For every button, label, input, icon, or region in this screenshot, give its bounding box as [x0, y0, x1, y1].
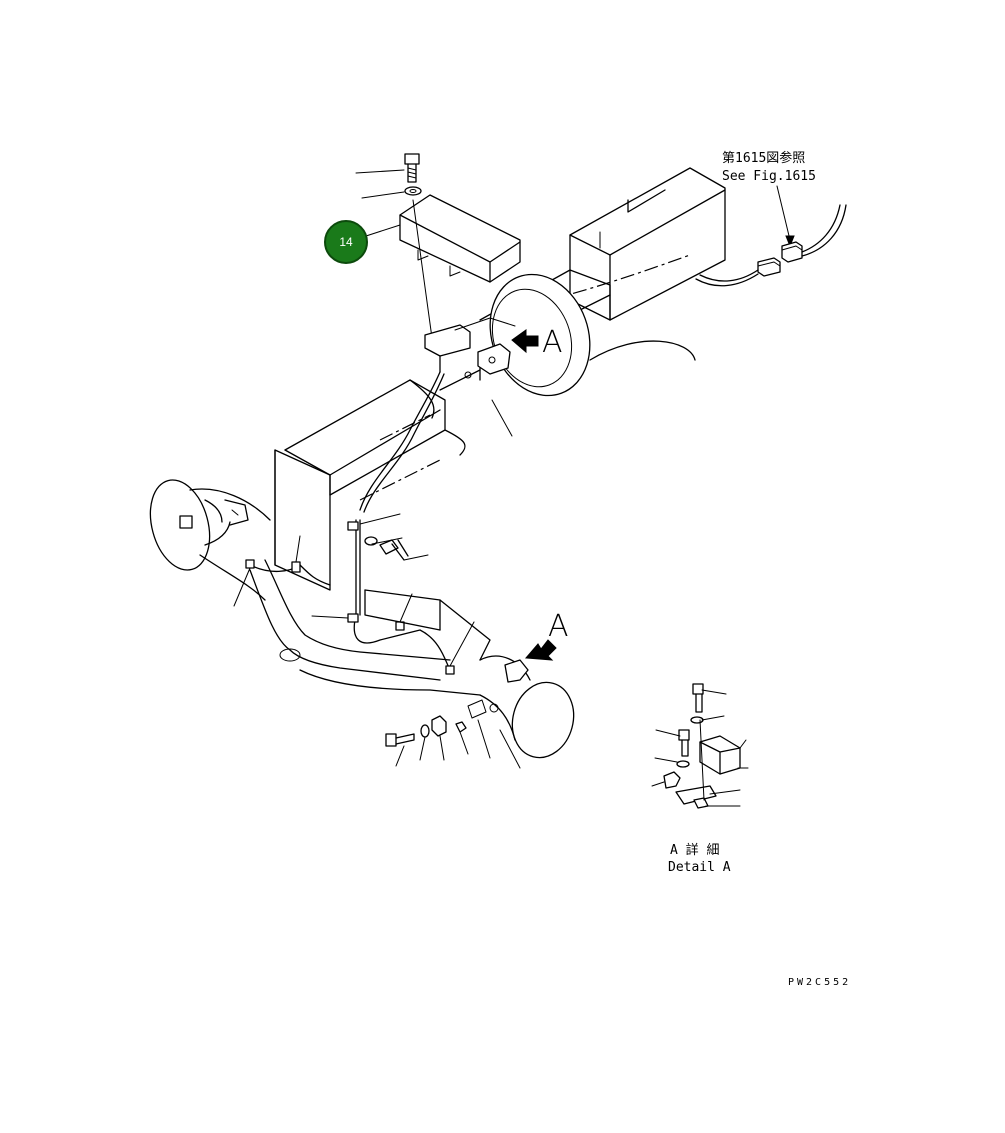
view-arrow-upper-icon: [511, 329, 539, 354]
view-marker-upper: A: [542, 325, 563, 360]
callout-14[interactable]: 14: [324, 220, 401, 264]
wiring-harness: [249, 371, 451, 671]
lower-cross-member: [249, 559, 491, 696]
view-arrow-upper: A: [511, 325, 563, 360]
rear-wheel: [489, 273, 696, 397]
detail-a-view: [651, 683, 749, 809]
drawing-code: PW2C552: [788, 977, 851, 988]
view-arrow-lower: A: [524, 609, 569, 661]
detail-caption-english: Detail A: [668, 860, 731, 875]
reference-arrow-icon: [785, 235, 795, 248]
detail-caption-japanese: A 詳 細: [670, 842, 719, 858]
front-right-hub: [467, 655, 575, 759]
mid-bolt: [364, 536, 429, 561]
callout-number: 14: [339, 235, 353, 249]
view-arrow-lower-icon: [524, 639, 557, 661]
front-left-axle: [149, 479, 271, 601]
view-marker-lower: A: [548, 609, 569, 644]
harness-clips: [233, 513, 475, 675]
reference-note-japanese: 第1615図参照: [722, 150, 805, 166]
upper-bracket: [424, 317, 516, 379]
callout-circle: [324, 220, 368, 264]
reference-leader: [776, 185, 791, 241]
main-frame: [274, 379, 513, 591]
reference-note-english: See Fig.1615: [722, 169, 816, 184]
harness-connectors: [695, 204, 847, 287]
component-cover: [399, 194, 521, 283]
lower-hardware: [385, 715, 521, 769]
cover-bolt: [355, 153, 433, 339]
